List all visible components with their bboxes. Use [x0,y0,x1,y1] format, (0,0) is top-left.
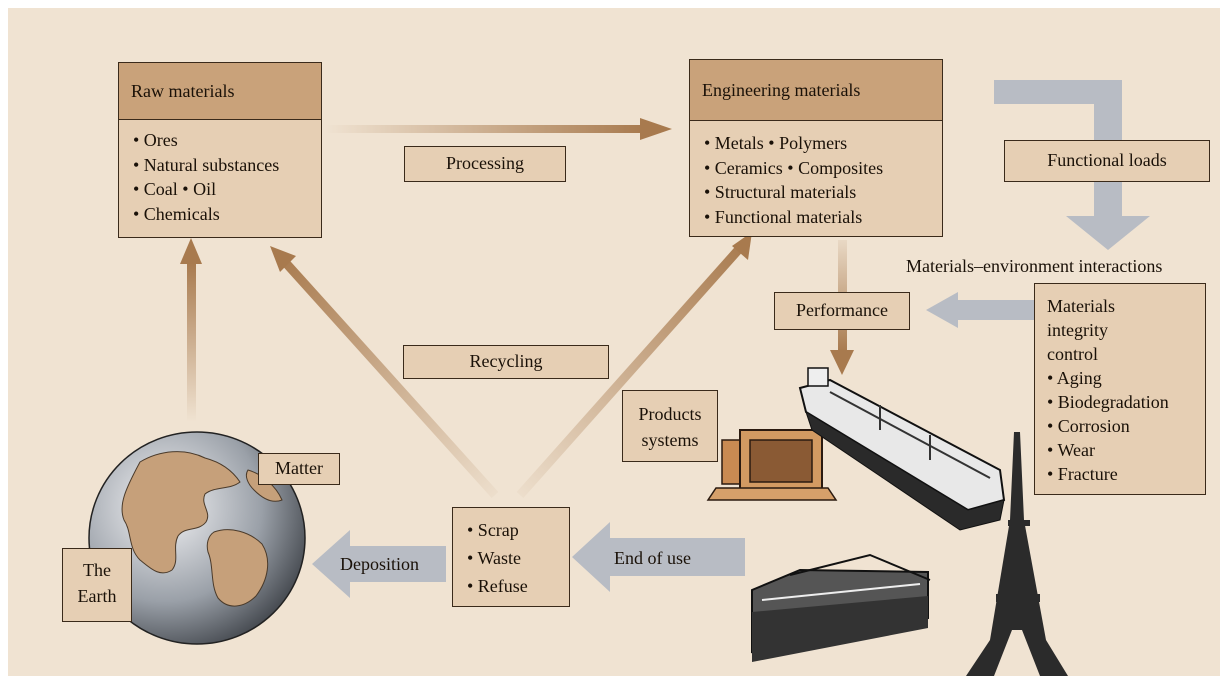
list-item: • Waste [467,548,522,568]
engineering-materials-box: Engineering materials • Metals • Polymer… [689,59,943,237]
deposition-arrow [312,530,446,598]
tanker-ship-illustration [798,367,1006,531]
earth-line: Earth [77,586,117,606]
list-item: • Coal • Oil [133,179,217,199]
integrity-title-line: integrity [1047,320,1108,340]
end-of-use-arrow [572,522,745,592]
functional-loads-arrow [994,80,1150,250]
list-item: • Natural substances [133,154,280,175]
list-item: • Ceramics • Composites [704,157,884,178]
list-item: • Metals • Polymers [704,133,848,153]
processing-label: Processing [404,146,566,182]
integrity-title-line: control [1047,344,1098,364]
list-item: • Chemicals [133,203,220,224]
waste-box: • Scrap • Waste • Refuse [452,507,570,607]
integrity-title-line: Materials [1047,296,1115,316]
raw-materials-title: Raw materials [119,63,321,120]
list-item: • Scrap [467,520,519,540]
list-item: • Corrosion [1047,416,1130,436]
list-item: • Functional materials [704,206,863,227]
the-line: The [83,560,111,580]
matter-label: Matter [258,453,340,485]
list-item: • Wear [1047,440,1095,460]
end-of-use-label: End of use [614,548,691,568]
performance-label: Performance [774,292,910,330]
list-item: • Refuse [467,576,528,596]
environment-interactions-label: Materials–environment interactions [906,256,1163,276]
deposition-label: Deposition [340,554,419,574]
list-item: • Fracture [1047,464,1118,484]
list-item: • Aging [1047,368,1102,388]
list-item: • Biodegradation [1047,392,1169,412]
computer-illustration [706,429,838,501]
list-item: • Structural materials [704,182,857,202]
eiffel-tower-illustration [966,432,1068,676]
engineering-materials-title: Engineering materials [690,60,942,121]
list-item: • Ores [133,130,178,150]
products-line: Products [638,404,702,424]
recycling-arrow-left [270,246,499,499]
systems-line: systems [641,430,699,450]
the-earth-label: The Earth [62,548,132,622]
matter-arrow [180,238,202,422]
integrity-control-box: Materials integrity control • Aging • Bi… [1034,283,1206,495]
recycling-label: Recycling [403,345,609,379]
waste-list: • Scrap • Waste • Refuse [453,508,569,600]
raw-materials-box: Raw materials • Ores • Natural substance… [118,62,322,238]
earth-globe [88,431,306,645]
products-systems-label: Products systems [622,390,718,462]
recycling-arrow-right [516,232,752,498]
functional-loads-label: Functional loads [1004,140,1210,182]
engineering-materials-list: • Metals • Polymers • Ceramics • Composi… [690,121,942,229]
raw-materials-list: • Ores • Natural substances • Coal • Oil… [119,120,321,226]
train-illustration [751,553,931,662]
processing-arrow [325,118,672,140]
integrity-to-performance-arrow [926,292,1034,328]
